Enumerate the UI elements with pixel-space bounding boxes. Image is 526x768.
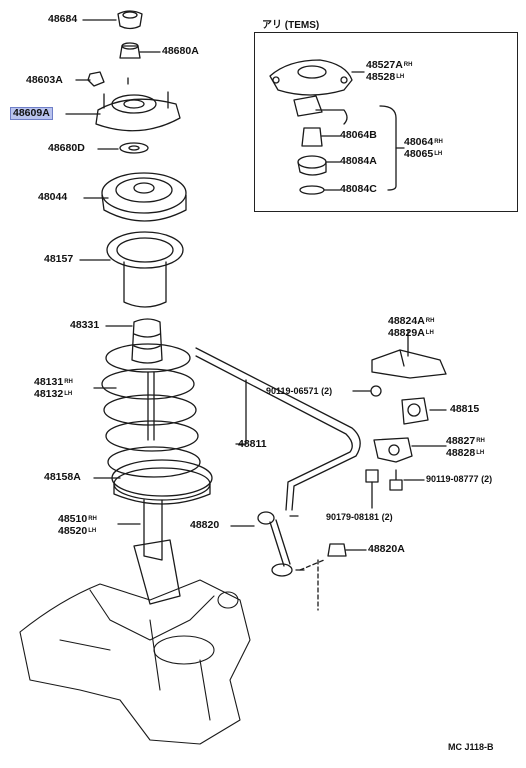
- leader-48811: [235, 379, 247, 445]
- label-48131-group[interactable]: 48131RH: [34, 377, 73, 388]
- inset-title: アリ (TEMS): [262, 20, 320, 31]
- bracket-48827: [373, 437, 413, 463]
- label-48131: 48131: [34, 376, 64, 388]
- label-48528-group[interactable]: 48528LH: [366, 72, 404, 83]
- label-48064: 48064: [404, 136, 434, 148]
- qty-90119-06571: (2): [321, 386, 333, 396]
- stabilizer-link-48820: [257, 511, 305, 577]
- brace: [379, 105, 397, 191]
- lh-tag: LH: [425, 330, 434, 336]
- label-48520-group[interactable]: 48520LH: [58, 526, 96, 537]
- lh-tag: LH: [434, 151, 443, 157]
- label-48084C[interactable]: 48084C: [340, 183, 377, 195]
- label-48064-group[interactable]: 48064RH: [404, 137, 443, 148]
- inset-box-tems: [254, 32, 518, 212]
- label-48510-group[interactable]: 48510RH: [58, 514, 97, 525]
- label-90119-08777-group[interactable]: 90119-08777 (2): [426, 474, 492, 485]
- cap-48684-top: [122, 11, 138, 19]
- lh-tag: LH: [396, 74, 405, 80]
- label-48528: 48528: [366, 71, 396, 83]
- bump-stopper-48331: [131, 318, 163, 364]
- label-48065-group[interactable]: 48065LH: [404, 149, 442, 160]
- label-48157[interactable]: 48157: [44, 253, 74, 265]
- label-48510: 48510: [58, 513, 88, 525]
- label-48064B[interactable]: 48064B: [340, 129, 377, 141]
- lh-tag: LH: [88, 528, 97, 534]
- qty-90179-08181: (2): [381, 512, 393, 522]
- label-48820[interactable]: 48820: [190, 519, 220, 531]
- bushing-48815: [401, 397, 429, 425]
- label-48828-group[interactable]: 48828LH: [446, 448, 484, 459]
- label-48684[interactable]: 48684: [48, 13, 78, 25]
- qty-90119-08777: (2): [481, 474, 493, 484]
- label-48829A: 48829A: [388, 327, 425, 339]
- label-90179-08181-group[interactable]: 90179-08181 (2): [326, 512, 393, 523]
- spring-seat-48044: [101, 172, 187, 214]
- rh-tag: RH: [88, 516, 97, 522]
- actuator-bracket: [293, 95, 323, 117]
- label-48824A-group[interactable]: 48824ARH: [388, 316, 434, 327]
- piston-rod: [147, 371, 155, 441]
- label-48527A-group[interactable]: 48527ARH: [366, 60, 412, 71]
- label-90119-08777: 90119-08777: [426, 474, 479, 484]
- lh-tag: LH: [64, 391, 73, 397]
- nut-48680A: [119, 45, 141, 59]
- label-48828: 48828: [446, 447, 476, 459]
- strut-mount-48609A: [95, 98, 181, 132]
- label-48609A[interactable]: 48609A: [10, 107, 53, 120]
- cover-48527A: [269, 59, 353, 96]
- rh-tag: RH: [434, 139, 443, 145]
- rh-tag: RH: [64, 379, 73, 385]
- lh-tag: LH: [476, 450, 485, 456]
- label-90119-06571: 90119-06571: [266, 386, 319, 396]
- nut-48820A: [327, 543, 347, 557]
- washer-48680D: [119, 142, 149, 154]
- strut-body-48510: [143, 499, 163, 561]
- insulator-48157: [106, 231, 184, 269]
- rh-tag: RH: [425, 318, 435, 324]
- label-48680D[interactable]: 48680D: [48, 142, 85, 154]
- label-48132-group[interactable]: 48132LH: [34, 389, 72, 400]
- rh-tag: RH: [403, 62, 413, 68]
- label-48084A[interactable]: 48084A: [340, 155, 377, 167]
- label-48158A[interactable]: 48158A: [44, 471, 81, 483]
- label-48827: 48827: [446, 435, 476, 447]
- label-48815[interactable]: 48815: [450, 403, 480, 415]
- bracket-48824A: [371, 349, 447, 379]
- label-48527A: 48527A: [366, 59, 403, 71]
- label-48065: 48065: [404, 148, 434, 160]
- label-48520: 48520: [58, 525, 88, 537]
- label-48680A[interactable]: 48680A: [162, 45, 199, 57]
- label-48811[interactable]: 48811: [238, 438, 267, 450]
- nut-48603A: [87, 71, 105, 87]
- steering-knuckle: [19, 579, 251, 745]
- bolt-90119-08777: [389, 469, 403, 491]
- bolt-90119-06571: [370, 385, 382, 397]
- mount-studs: [103, 77, 169, 109]
- lower-insulator-48158A: [111, 459, 213, 497]
- nut-90179-08181: [365, 469, 379, 483]
- rh-tag: RH: [476, 438, 485, 444]
- stabilizer-bar-48811: [195, 347, 361, 511]
- strut-bracket: [133, 539, 181, 605]
- part-48064B: [301, 127, 323, 147]
- diagram-code: MC J118-B: [448, 742, 494, 752]
- label-48827-group[interactable]: 48827RH: [446, 436, 485, 447]
- label-90179-08181: 90179-08181: [326, 512, 380, 522]
- label-48044[interactable]: 48044: [38, 191, 68, 203]
- label-48824A: 48824A: [388, 315, 425, 327]
- label-48331[interactable]: 48331: [70, 319, 100, 331]
- label-48132: 48132: [34, 388, 64, 400]
- cap-48684: [117, 10, 143, 30]
- label-48829A-group[interactable]: 48829ALH: [388, 328, 434, 339]
- bellows-48157: [123, 261, 167, 308]
- label-48603A[interactable]: 48603A: [26, 74, 63, 86]
- coil-spring-48131: [101, 343, 201, 478]
- label-48820A[interactable]: 48820A: [368, 543, 405, 555]
- label-90119-06571-group[interactable]: 90119-06571 (2): [266, 386, 332, 397]
